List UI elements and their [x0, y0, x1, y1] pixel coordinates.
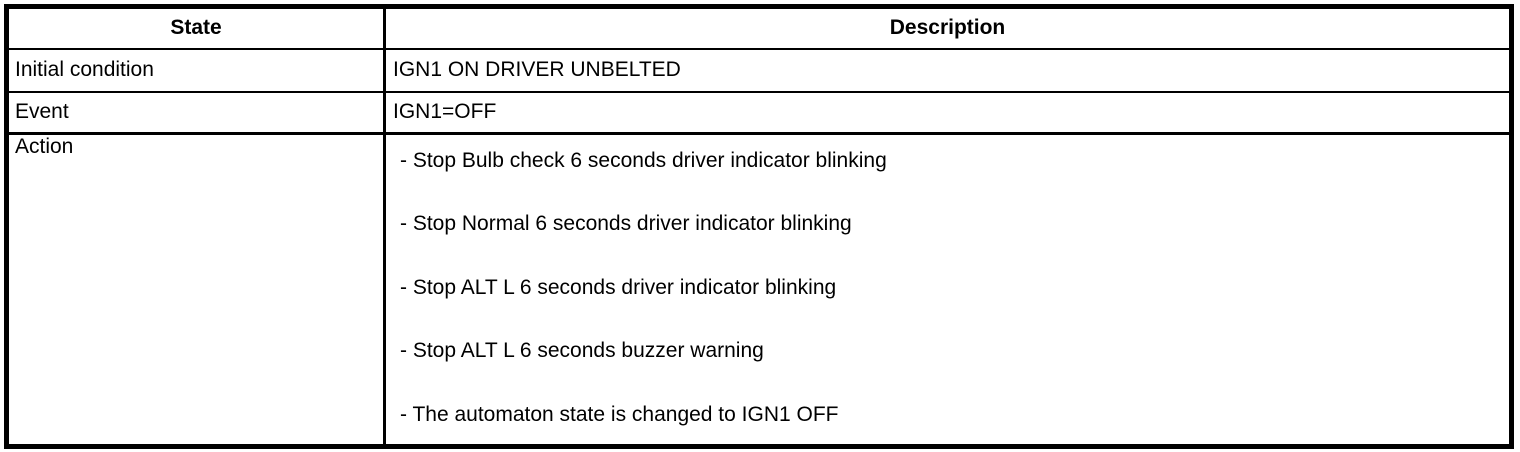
initial-condition-value: IGN1 ON DRIVER UNBELTED	[384, 48, 1512, 93]
column-header-state: State	[6, 6, 386, 50]
column-header-description: Description	[384, 6, 1512, 50]
table-row-initial-condition: Initial condition IGN1 ON DRIVER UNBELTE…	[6, 48, 1512, 93]
action-item: - The automaton state is changed to IGN1…	[400, 402, 839, 426]
action-label: Action	[6, 133, 386, 447]
event-value: IGN1=OFF	[384, 91, 1512, 135]
table-row-action: Action - Stop Bulb check 6 seconds drive…	[6, 133, 1512, 447]
action-item: - Stop Normal 6 seconds driver indicator…	[400, 212, 852, 236]
action-item-list: - Stop Bulb check 6 seconds driver indic…	[393, 135, 1509, 441]
initial-condition-label: Initial condition	[6, 48, 386, 93]
state-description-table: State Description Initial condition IGN1…	[4, 4, 1514, 449]
action-item: - Stop ALT L 6 seconds buzzer warning	[400, 339, 764, 363]
action-item: - Stop ALT L 6 seconds driver indicator …	[400, 275, 837, 299]
table-header-row: State Description	[6, 6, 1512, 50]
table-row-event: Event IGN1=OFF	[6, 91, 1512, 135]
event-label: Event	[6, 91, 386, 135]
action-value-cell: - Stop Bulb check 6 seconds driver indic…	[385, 134, 1512, 447]
action-item: - Stop Bulb check 6 seconds driver indic…	[400, 149, 887, 172]
